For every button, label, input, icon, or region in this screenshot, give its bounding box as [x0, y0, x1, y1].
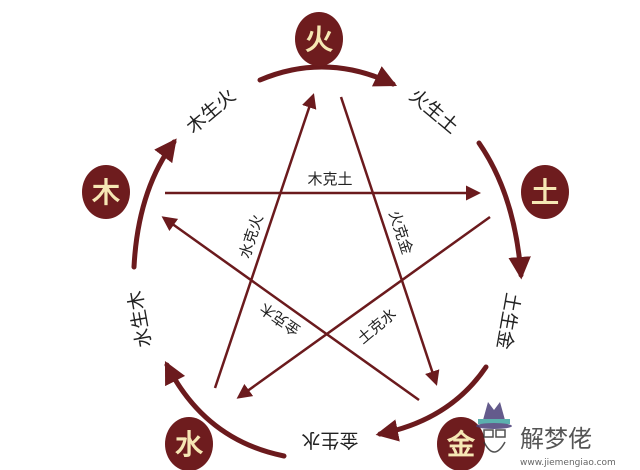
element-water-label: 水 — [175, 428, 204, 461]
watermark-brand: 解梦佬 — [520, 425, 592, 453]
element-fire: 火 — [295, 12, 343, 66]
label-water-wood: 水生木 — [124, 289, 156, 349]
label-earth-metal: 土生金 — [492, 291, 524, 351]
element-wood-label: 木 — [91, 176, 120, 209]
label-metal-wood: 金克木 — [257, 299, 304, 340]
line-fire-metal — [339, 96, 440, 386]
arc-wood-fire — [257, 64, 398, 87]
arc-metal-water — [164, 360, 287, 459]
element-earth-label: 土 — [531, 176, 559, 209]
label-metal-water: 金生水 — [301, 429, 358, 451]
line-water-fire — [213, 93, 317, 389]
label-wood-fire: 木生火 — [182, 85, 240, 139]
element-fire-label: 火 — [305, 23, 333, 56]
element-metal-label: 金 — [446, 428, 476, 461]
watermark-logo-icon — [476, 402, 512, 453]
label-wood-earth: 木克土 — [307, 170, 352, 188]
label-water-fire: 水克火 — [236, 212, 267, 260]
watermark-url: www.jiemengiao.com — [520, 458, 616, 468]
arc-fire-earth — [476, 140, 531, 280]
arc-water-wood — [131, 138, 177, 270]
element-wood: 木 — [82, 165, 130, 219]
line-earth-water — [236, 215, 491, 399]
label-fire-earth: 火生土 — [405, 85, 463, 139]
element-earth: 土 — [521, 165, 569, 219]
label-fire-metal: 火克金 — [385, 208, 416, 256]
arc-earth-metal — [375, 364, 489, 442]
element-metal: 金 — [437, 417, 485, 470]
line-metal-wood — [161, 216, 420, 402]
element-water: 水 — [165, 417, 213, 470]
